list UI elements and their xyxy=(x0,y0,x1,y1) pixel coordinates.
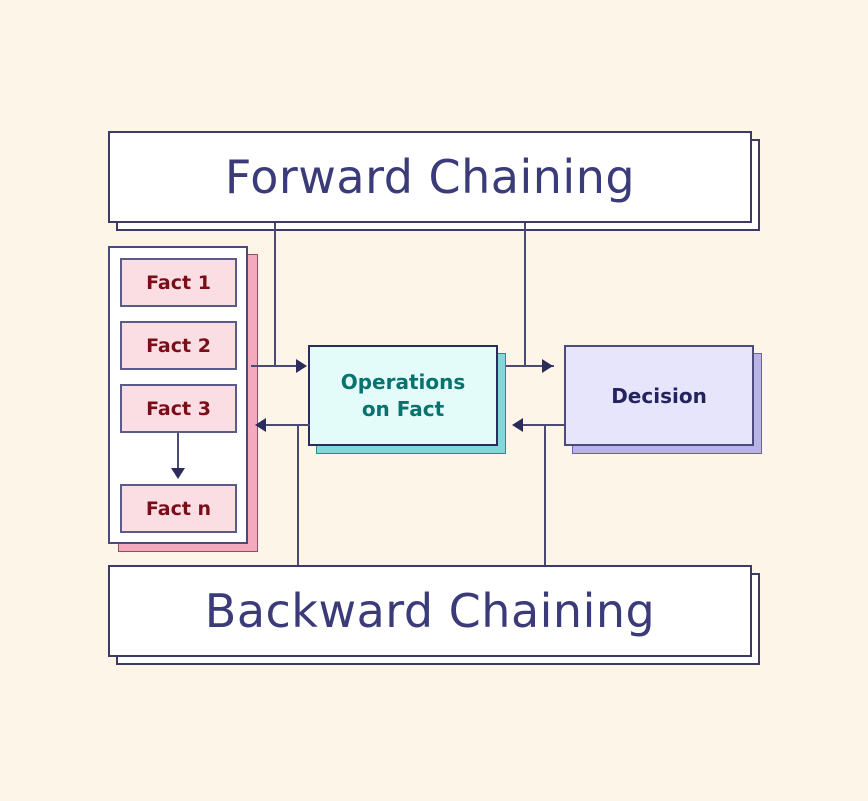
arrow-down-fact3-to-factn xyxy=(171,468,185,479)
operations-label: Operations on Fact xyxy=(341,369,466,423)
decision-label: Decision xyxy=(611,383,707,408)
connector-backward-right-branch xyxy=(544,424,546,565)
connector-fact3-to-factn xyxy=(177,433,179,471)
operations-label-line2: on Fact xyxy=(361,396,445,421)
fact-box-1[interactable]: Fact 1 xyxy=(120,258,237,307)
fact-box-3[interactable]: Fact 3 xyxy=(120,384,237,433)
operations-box[interactable]: Operations on Fact xyxy=(308,345,498,446)
connector-operations-to-decision xyxy=(506,365,554,367)
forward-chaining-banner[interactable]: Forward Chaining xyxy=(108,131,752,223)
backward-chaining-label: Backward Chaining xyxy=(204,584,656,638)
connector-facts-to-operations xyxy=(251,365,298,367)
decision-box[interactable]: Decision xyxy=(564,345,754,446)
connector-forward-to-decision-arrow xyxy=(524,223,526,366)
fact-box-n[interactable]: Fact n xyxy=(120,484,237,533)
arrow-left-decision-to-operations xyxy=(512,418,523,432)
fact-label-3: Fact 3 xyxy=(146,397,211,420)
arrow-right-operations-to-decision xyxy=(542,359,553,373)
connector-backward-left-branch xyxy=(297,424,299,565)
connector-forward-to-facts-arrow xyxy=(274,223,276,366)
fact-label-1: Fact 1 xyxy=(146,271,211,294)
fact-box-2[interactable]: Fact 2 xyxy=(120,321,237,370)
arrow-right-facts-to-operations xyxy=(296,359,307,373)
fact-label-2: Fact 2 xyxy=(146,334,211,357)
forward-chaining-label: Forward Chaining xyxy=(224,150,636,204)
operations-label-line1: Operations xyxy=(340,369,466,394)
arrow-left-operations-to-facts xyxy=(255,418,266,432)
backward-chaining-banner[interactable]: Backward Chaining xyxy=(108,565,752,657)
fact-label-n: Fact n xyxy=(145,497,212,520)
connector-operations-to-facts xyxy=(266,424,310,426)
